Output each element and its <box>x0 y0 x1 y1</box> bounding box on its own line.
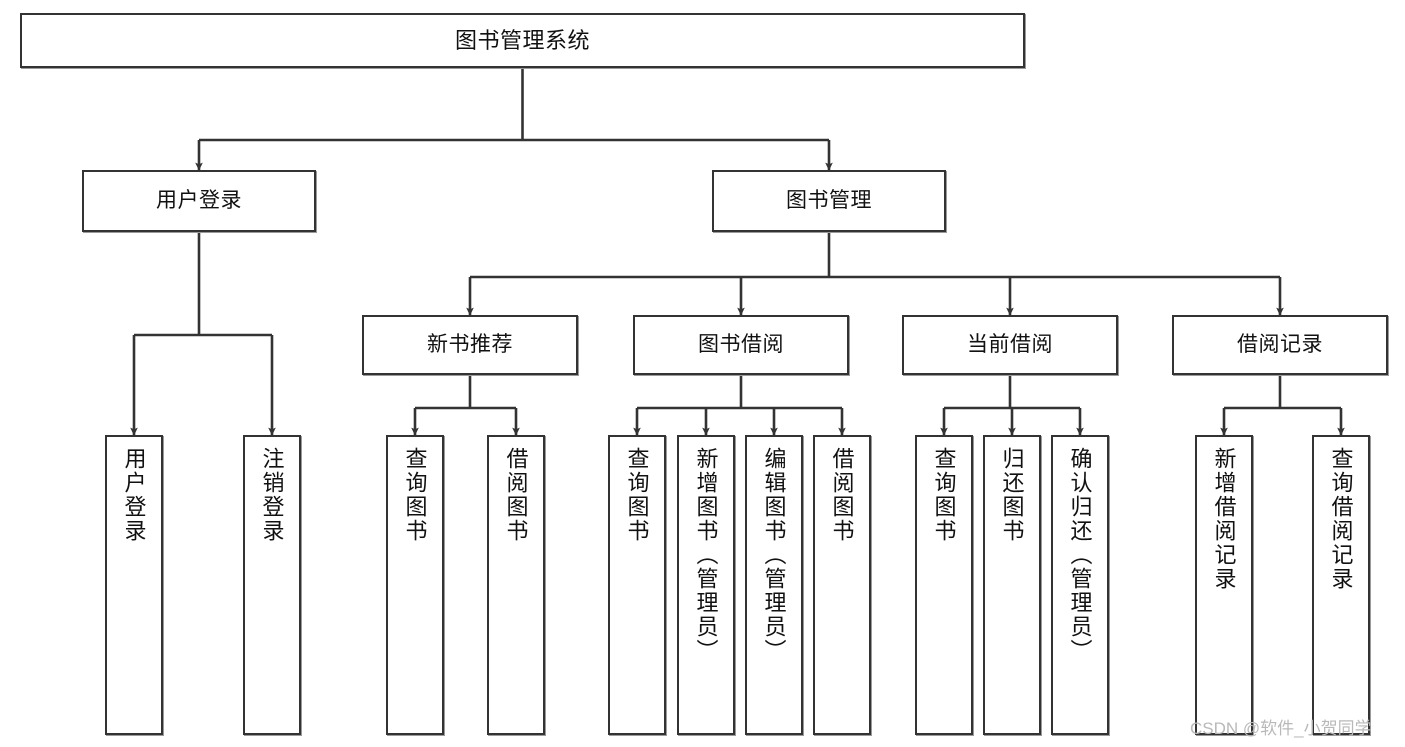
node-l2-newbook[interactable]: 新书推荐 <box>362 315 578 375</box>
node-label: 用户登录 <box>156 188 242 212</box>
node-label: 查询图书 <box>624 447 650 543</box>
node-l3-d2[interactable]: 归还图书 <box>983 435 1041 735</box>
node-l3-b2[interactable]: 借阅图书 <box>487 435 545 735</box>
node-l3-e2[interactable]: 查询借阅记录 <box>1312 435 1370 735</box>
node-l3-c4[interactable]: 借阅图书 <box>813 435 871 735</box>
csdn-watermark: CSDN @软件_小贺同学 <box>1190 719 1372 738</box>
node-l3-a2[interactable]: 注销登录 <box>243 435 301 735</box>
node-l2-borrow[interactable]: 图书借阅 <box>633 315 849 375</box>
node-label: 当前借阅 <box>967 332 1053 356</box>
node-label: 确认归还（管理员） <box>1067 447 1093 663</box>
node-label: 借阅图书 <box>503 447 529 543</box>
node-l3-c3[interactable]: 编辑图书（管理员） <box>745 435 803 735</box>
node-root[interactable]: 图书管理系统 <box>20 13 1025 68</box>
node-label: 查询图书 <box>402 447 428 543</box>
node-l3-c2[interactable]: 新增图书（管理员） <box>677 435 735 735</box>
node-l3-a1[interactable]: 用户登录 <box>105 435 163 735</box>
node-l3-c1[interactable]: 查询图书 <box>608 435 666 735</box>
node-l2-current[interactable]: 当前借阅 <box>902 315 1118 375</box>
node-label: 用户登录 <box>121 447 147 543</box>
node-l1-manage[interactable]: 图书管理 <box>712 170 946 232</box>
node-label: 归还图书 <box>999 447 1025 543</box>
node-l3-d3[interactable]: 确认归还（管理员） <box>1051 435 1109 735</box>
node-l3-e1[interactable]: 新增借阅记录 <box>1195 435 1253 735</box>
node-label: 图书管理系统 <box>454 27 590 53</box>
node-label: 图书借阅 <box>698 332 784 356</box>
node-l1-login[interactable]: 用户登录 <box>82 170 316 232</box>
node-label: 新增图书（管理员） <box>693 447 719 663</box>
node-label: 查询借阅记录 <box>1328 447 1354 591</box>
node-label: 新书推荐 <box>427 332 513 356</box>
node-label: 编辑图书（管理员） <box>761 447 787 663</box>
node-label: 借阅记录 <box>1237 332 1323 356</box>
node-l3-b1[interactable]: 查询图书 <box>386 435 444 735</box>
node-l3-d1[interactable]: 查询图书 <box>915 435 973 735</box>
node-label: 新增借阅记录 <box>1211 447 1237 591</box>
node-label: 图书管理 <box>786 188 872 212</box>
node-label: 借阅图书 <box>829 447 855 543</box>
node-label: 查询图书 <box>931 447 957 543</box>
node-l2-record[interactable]: 借阅记录 <box>1172 315 1388 375</box>
node-label: 注销登录 <box>259 447 285 543</box>
